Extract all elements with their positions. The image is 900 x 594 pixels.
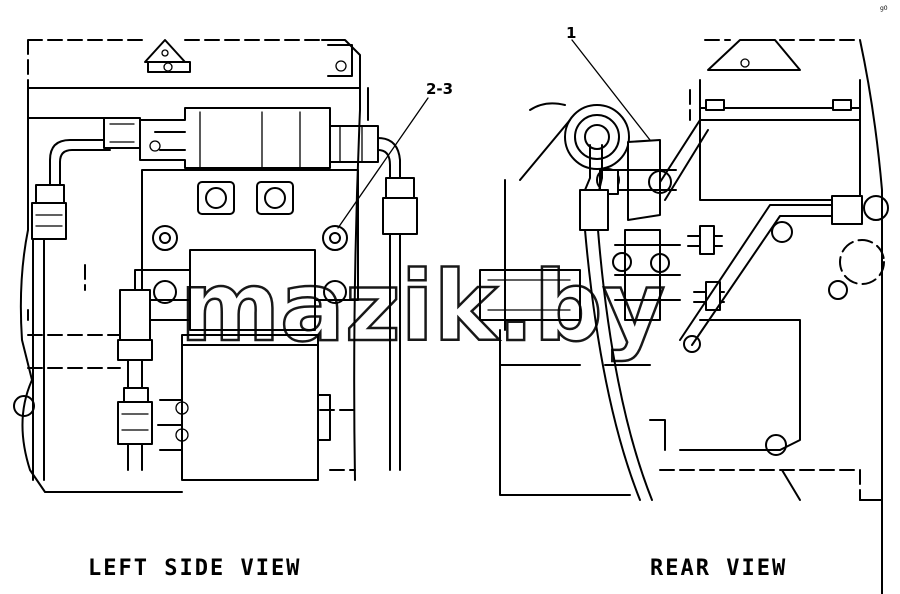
callout-2-3-label: 2-3	[426, 80, 453, 98]
rear-view-label: REAR VIEW	[650, 556, 787, 581]
rear-view-drawing	[479, 39, 889, 594]
callout-2-3: 2-3	[337, 80, 453, 229]
corner-mark: g0	[880, 5, 888, 12]
watermark-text: mazik.by	[180, 251, 665, 363]
callout-1-label: 1	[566, 24, 576, 42]
left-side-view-label: LEFT SIDE VIEW	[88, 556, 301, 581]
callout-1: 1	[566, 24, 576, 42]
left-side-view-drawing	[13, 39, 418, 493]
